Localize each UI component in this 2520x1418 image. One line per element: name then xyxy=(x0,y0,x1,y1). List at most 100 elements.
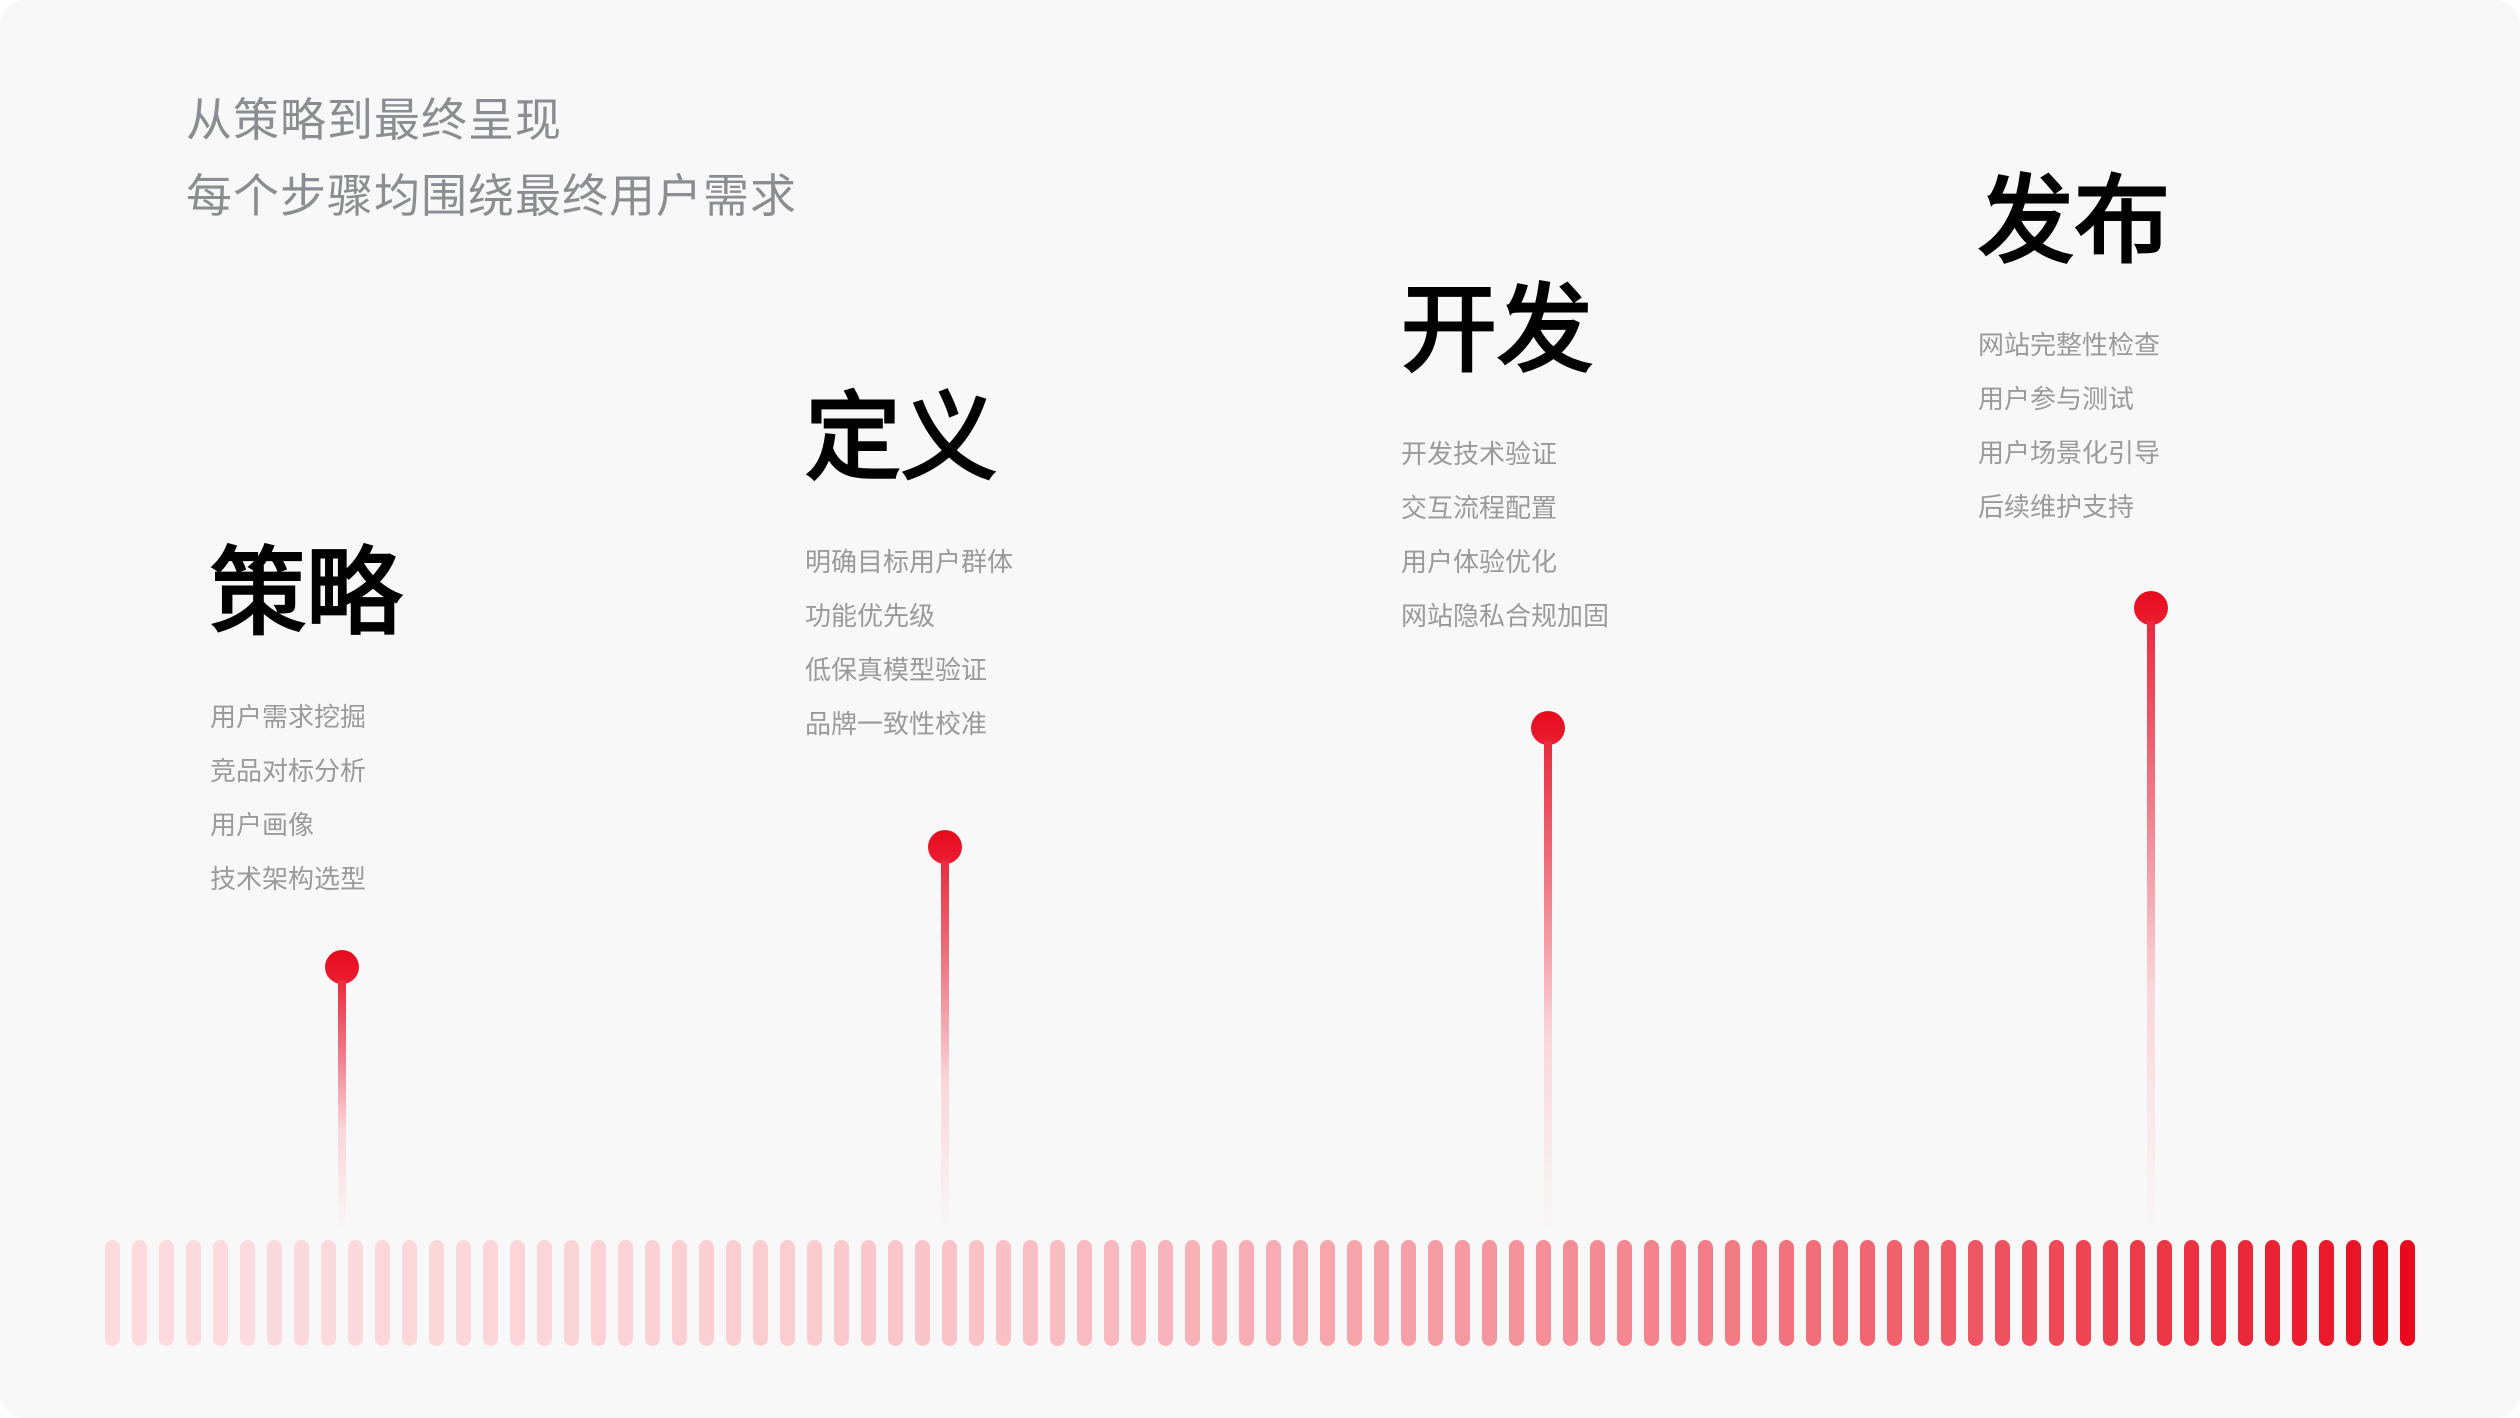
timeline-bar xyxy=(429,1240,444,1346)
timeline-bar xyxy=(807,1240,822,1346)
timeline-bar xyxy=(1887,1240,1902,1346)
timeline-bar xyxy=(1590,1240,1605,1346)
timeline-bar xyxy=(834,1240,849,1346)
header-subtitle: 从策略到最终呈现 每个步骤均围绕最终用户需求 xyxy=(186,82,797,234)
pin-line xyxy=(2147,621,2155,1231)
timeline-bar xyxy=(1320,1240,1335,1346)
pin-line xyxy=(941,860,949,1230)
stage-item: 用户体验优化 xyxy=(1401,548,1558,578)
timeline-bar xyxy=(2373,1240,2388,1346)
timeline-bar xyxy=(2022,1240,2037,1346)
timeline-bar xyxy=(996,1240,1011,1346)
timeline-bar xyxy=(672,1240,687,1346)
timeline-bar xyxy=(1104,1240,1119,1346)
stage-item: 网站完整性检查 xyxy=(1978,331,2161,361)
timeline-bar xyxy=(213,1240,228,1346)
stage-release: 发布 网站完整性检查 用户参与测试 用户场景化引导 后续维护支持 xyxy=(1978,173,2170,535)
timeline-bar xyxy=(321,1240,336,1346)
stage-item: 用户需求挖掘 xyxy=(210,703,367,733)
timeline-bar xyxy=(1860,1240,1875,1346)
timeline-bar xyxy=(132,1240,147,1346)
timeline-bar xyxy=(1995,1240,2010,1346)
timeline-bar xyxy=(1050,1240,1065,1346)
timeline-bar xyxy=(1779,1240,1794,1346)
timeline-bar xyxy=(1617,1240,1632,1346)
timeline-bar xyxy=(105,1240,120,1346)
timeline-bar xyxy=(1482,1240,1497,1346)
timeline-bar xyxy=(591,1240,606,1346)
timeline-bar xyxy=(2319,1240,2334,1346)
timeline-bar xyxy=(1644,1240,1659,1346)
timeline-bar xyxy=(1752,1240,1767,1346)
timeline-bar xyxy=(294,1240,309,1346)
stage-item-list: 用户需求挖掘 竞品对标分析 用户画像 技术架构选型 xyxy=(210,691,402,907)
timeline-bar xyxy=(1077,1240,1092,1346)
timeline-bar xyxy=(1698,1240,1713,1346)
timeline-bar xyxy=(1671,1240,1686,1346)
timeline-bar xyxy=(2103,1240,2118,1346)
timeline-bar xyxy=(942,1240,957,1346)
stage-item: 品牌一致性校准 xyxy=(805,710,988,740)
timeline-bar xyxy=(1158,1240,1173,1346)
timeline-bar xyxy=(1347,1240,1362,1346)
timeline-bar xyxy=(1185,1240,1200,1346)
timeline-bar xyxy=(2292,1240,2307,1346)
timeline-bar xyxy=(915,1240,930,1346)
stage-item: 技术架构选型 xyxy=(210,865,367,895)
timeline-bar xyxy=(564,1240,579,1346)
timeline-bar xyxy=(240,1240,255,1346)
timeline-bar xyxy=(726,1240,741,1346)
timeline-bar xyxy=(1401,1240,1416,1346)
timeline-bar xyxy=(510,1240,525,1346)
stage-item: 用户场景化引导 xyxy=(1978,439,2161,469)
timeline-bar xyxy=(2130,1240,2145,1346)
stage-item: 低保真模型验证 xyxy=(805,656,988,686)
timeline-bar xyxy=(1536,1240,1551,1346)
timeline-bar xyxy=(1509,1240,1524,1346)
timeline-bar xyxy=(1428,1240,1443,1346)
pin-dot-icon xyxy=(2134,591,2168,625)
timeline-bar xyxy=(1725,1240,1740,1346)
timeline-bar xyxy=(2211,1240,2226,1346)
timeline-bar xyxy=(1239,1240,1254,1346)
timeline-bar xyxy=(483,1240,498,1346)
header-line-2: 每个步骤均围绕最终用户需求 xyxy=(186,169,797,223)
timeline-bar xyxy=(1806,1240,1821,1346)
timeline-bar xyxy=(348,1240,363,1346)
timeline-bar xyxy=(2238,1240,2253,1346)
stage-item: 用户画像 xyxy=(210,811,315,841)
pin-dot-icon xyxy=(928,830,962,864)
pin-dot-icon xyxy=(1531,711,1565,745)
stage-item-list: 网站完整性检查 用户参与测试 用户场景化引导 后续维护支持 xyxy=(1978,319,2170,535)
timeline-bar xyxy=(888,1240,903,1346)
stage-item: 用户参与测试 xyxy=(1978,385,2135,415)
timeline-bar xyxy=(861,1240,876,1346)
stage-item: 开发技术验证 xyxy=(1401,440,1558,470)
stage-title: 开发 xyxy=(1401,274,1593,386)
stage-item-list: 明确目标用户群体 功能优先级 低保真模型验证 品牌一致性校准 xyxy=(805,536,1013,752)
timeline-bar xyxy=(1455,1240,1470,1346)
stage-item-list: 开发技术验证 交互流程配置 用户体验优化 网站隐私合规加固 xyxy=(1401,428,1609,644)
stage-item: 功能优先级 xyxy=(805,602,936,632)
timeline-bar xyxy=(699,1240,714,1346)
timeline-bar xyxy=(780,1240,795,1346)
timeline-bar xyxy=(645,1240,660,1346)
timeline-bar xyxy=(1266,1240,1281,1346)
stage-title: 定义 xyxy=(805,382,997,494)
timeline-bar xyxy=(267,1240,282,1346)
stage-item: 后续维护支持 xyxy=(1978,493,2135,523)
pin-line xyxy=(338,980,346,1230)
timeline-bar xyxy=(186,1240,201,1346)
timeline-bar xyxy=(753,1240,768,1346)
stage-item: 交互流程配置 xyxy=(1401,494,1558,524)
stage-title: 策略 xyxy=(210,537,402,649)
timeline-bar xyxy=(1374,1240,1389,1346)
timeline-bar xyxy=(1293,1240,1308,1346)
stage-definition: 定义 明确目标用户群体 功能优先级 低保真模型验证 品牌一致性校准 xyxy=(805,390,1013,752)
timeline-bar xyxy=(2157,1240,2172,1346)
timeline-bar xyxy=(2184,1240,2199,1346)
timeline-bar xyxy=(2049,1240,2064,1346)
timeline-bar xyxy=(2076,1240,2091,1346)
stage-item: 网站隐私合规加固 xyxy=(1401,602,1610,632)
timeline-bar xyxy=(402,1240,417,1346)
